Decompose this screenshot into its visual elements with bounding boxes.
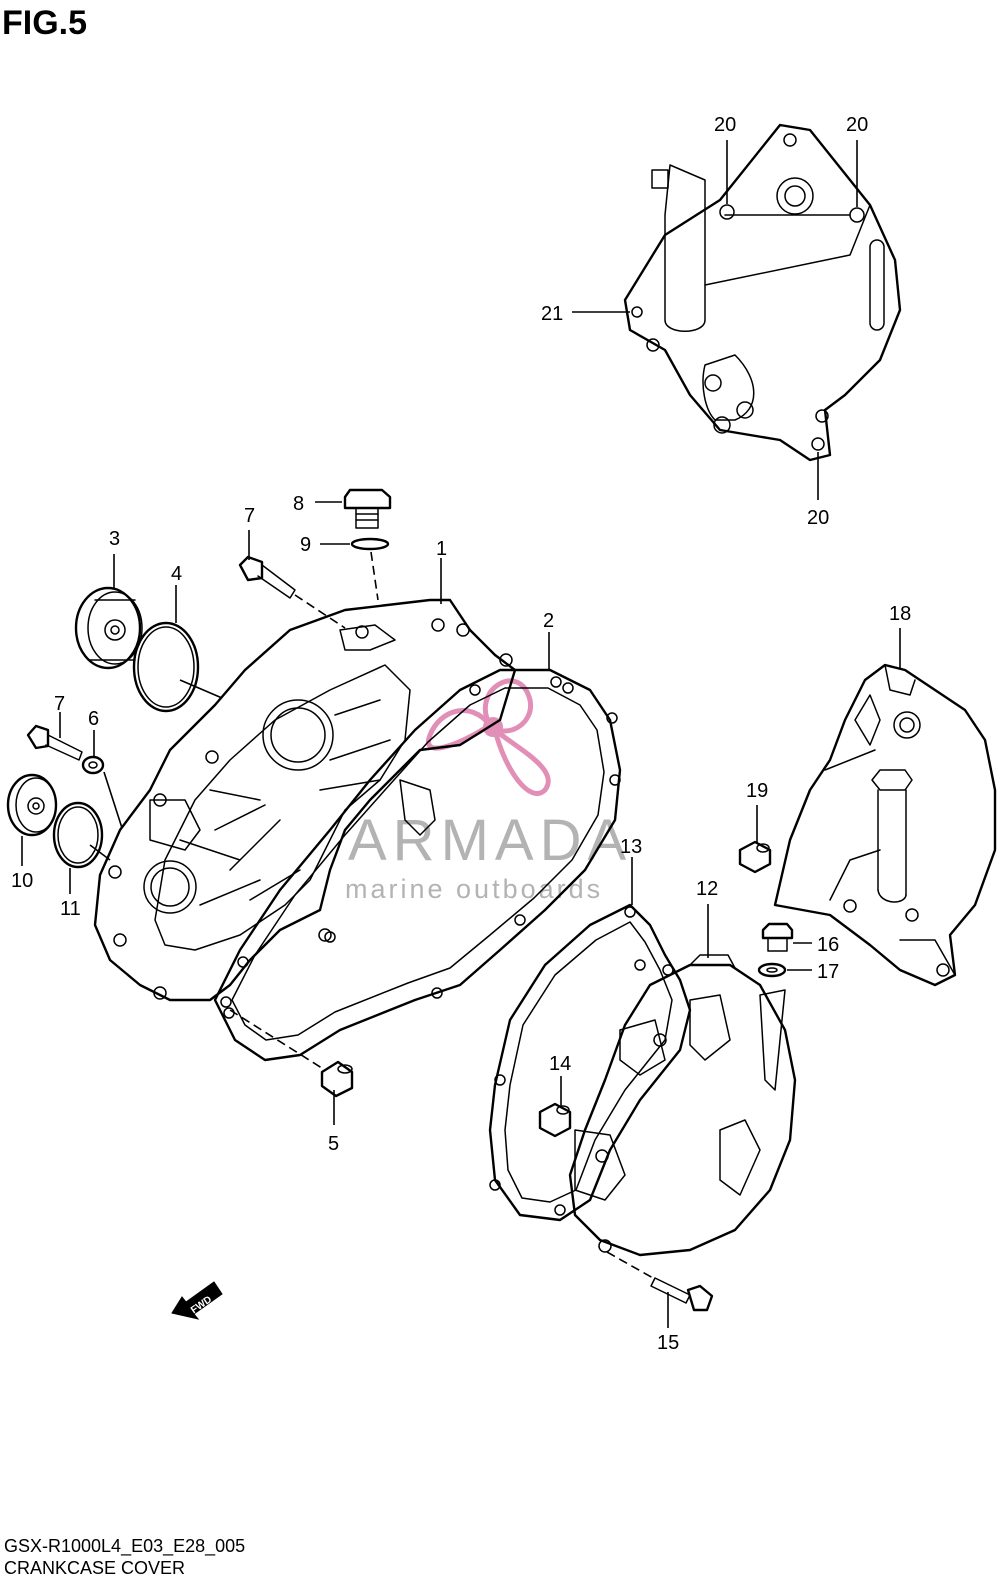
drawing-name: CRANKCASE COVER: [4, 1558, 186, 1578]
callout-3: 3: [109, 528, 120, 550]
callout-13: 13: [620, 836, 642, 858]
callout-labels: 1 2 3 4 5 6 7 7 8 9 10 11 12 13 14 15 16…: [11, 114, 911, 1354]
assembly-line-9: [370, 551, 379, 601]
callout-15: 15: [657, 1332, 679, 1354]
callout-20b: 20: [846, 114, 868, 136]
assembly-line-5: [229, 1009, 326, 1071]
assembly-line-15: [606, 1251, 654, 1279]
part-8-oil-filler-cap: [343, 488, 392, 529]
assembly-line-7a: [294, 594, 346, 629]
watermark: ARMADA marine outboards: [345, 678, 632, 904]
part-14-dowel-pin: [538, 1102, 572, 1138]
part-5-dowel-pin: [320, 1060, 354, 1098]
callout-12: 12: [696, 878, 718, 900]
callout-20c: 20: [807, 507, 829, 529]
fwd-arrow-badge: FWD: [171, 1281, 223, 1320]
part-10-inspection-cap: [6, 773, 58, 837]
leader-6-to-cover: [103, 771, 123, 829]
callout-16: 16: [817, 934, 839, 956]
part-9-oring: [350, 537, 390, 551]
callout-10: 10: [11, 870, 33, 892]
callout-7b: 7: [54, 693, 65, 715]
callout-9: 9: [300, 534, 311, 556]
callout-2: 2: [543, 610, 554, 632]
drawing-code: GSX-R1000L4_E03_E28_005: [4, 1536, 246, 1556]
part-16-plug: [761, 922, 794, 952]
part-13-gasket: [488, 903, 692, 1222]
callout-18: 18: [889, 603, 911, 625]
part-12-generator-cover: [568, 954, 797, 1257]
part-19-dowel-pin: [738, 840, 772, 874]
watermark-name: ARMADA: [348, 808, 632, 873]
part-17-washer: [757, 962, 787, 978]
part-21-cover-plate: [623, 123, 902, 462]
watermark-propeller-logo: [426, 678, 551, 796]
callout-20a: 20: [714, 114, 736, 136]
part-7-bolt-upper: [238, 555, 296, 599]
callout-4: 4: [171, 563, 182, 585]
part-15-bolt: [650, 1277, 714, 1312]
callout-14: 14: [549, 1053, 571, 1075]
callout-5: 5: [328, 1133, 339, 1155]
leader-11-to-cover: [89, 844, 111, 861]
callout-19: 19: [746, 780, 768, 802]
callout-21: 21: [541, 303, 563, 325]
part-6-washer: [81, 755, 105, 775]
part-11-oring: [52, 801, 104, 869]
callout-11: 11: [60, 898, 81, 920]
part-7-bolt-lower: [26, 724, 83, 761]
leader-4-to-cover: [179, 679, 223, 699]
part-3-inspection-cap: [74, 586, 143, 670]
callout-1: 1: [436, 538, 447, 560]
part-4-oring: [132, 621, 200, 713]
callout-8: 8: [293, 493, 304, 515]
part-2-gasket: [213, 668, 622, 1062]
callout-7a: 7: [244, 505, 255, 527]
callout-6: 6: [88, 708, 99, 730]
part-1-crankcase-cover: [93, 598, 517, 1002]
part-18-side-cover: [773, 663, 997, 987]
figure-title: FIG.5: [2, 4, 88, 42]
callout-17: 17: [817, 961, 839, 983]
